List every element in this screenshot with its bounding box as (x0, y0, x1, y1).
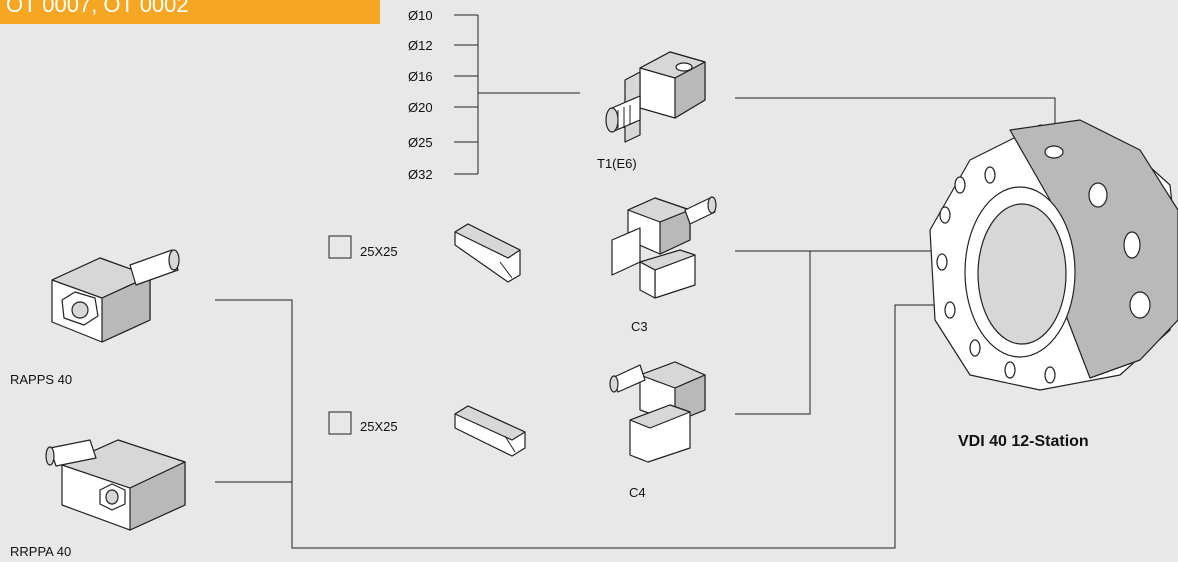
turret-drawing (929, 119, 1178, 391)
upper-tool-bit-drawing (454, 223, 521, 283)
c4-holder-label: C4 (629, 485, 646, 500)
c4-holder-drawing (609, 361, 706, 463)
banner-title: OT 0007, OT 0002 (6, 0, 189, 17)
lower-tool-size-label: 25X25 (360, 419, 398, 434)
upper-tool-size (328, 235, 352, 259)
turret-label: VDI 40 12-Station (958, 433, 1089, 450)
rapps-label: RAPPS 40 (10, 372, 72, 387)
diameter-label-25: Ø25 (408, 135, 433, 150)
c3-holder-drawing (611, 196, 717, 299)
diameter-label-32: Ø32 (408, 167, 433, 182)
upper-tool-size-label: 25X25 (360, 244, 398, 259)
rrppa-label: RRPPA 40 (10, 544, 71, 559)
t1-holder-label: T1(E6) (597, 156, 637, 171)
c3-holder-label: C3 (631, 319, 648, 334)
lower-tool-bit-drawing (454, 405, 526, 457)
diameter-label-20: Ø20 (408, 100, 433, 115)
diameter-label-12: Ø12 (408, 38, 433, 53)
rrppa-drawing (45, 439, 186, 531)
banner: OT 0007, OT 0002 (0, 0, 380, 24)
rapps-drawing (51, 249, 180, 343)
diameter-label-10: Ø10 (408, 8, 433, 23)
diameter-label-16: Ø16 (408, 69, 433, 84)
diameter-bracket (454, 14, 580, 175)
t1-holder-drawing (605, 51, 706, 143)
lower-tool-size (328, 411, 352, 435)
